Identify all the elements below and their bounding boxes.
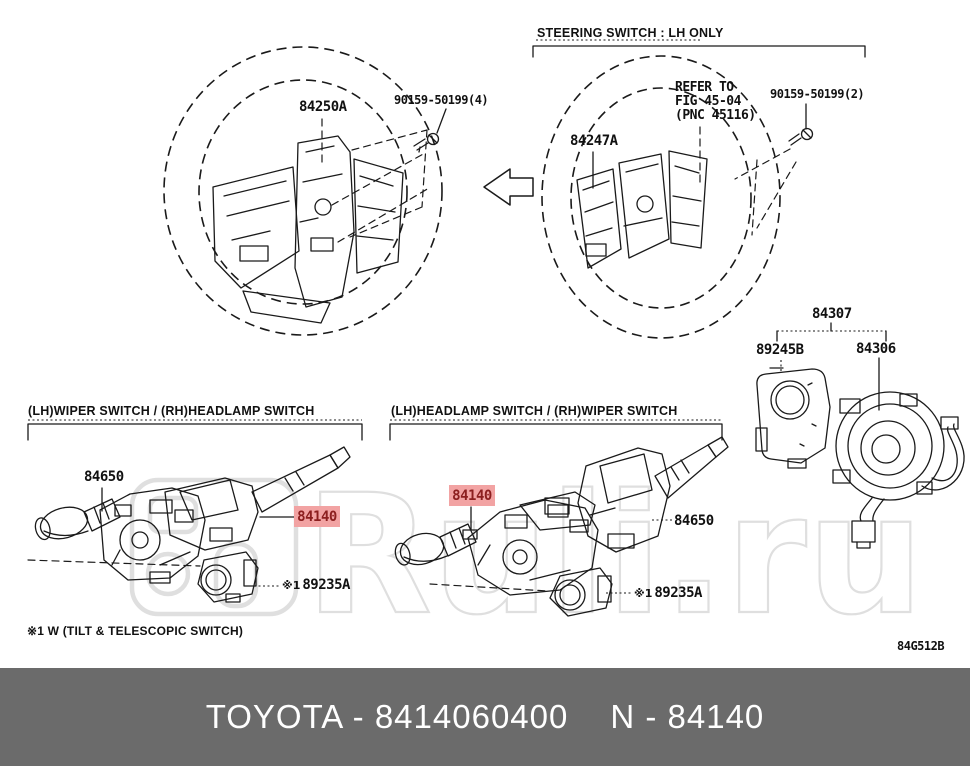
steering-section-bracket xyxy=(532,39,866,58)
steering-wheel-right-drawing xyxy=(541,55,807,339)
refer-note: REFER TO FIG 45-04 (PNC 45116) xyxy=(675,81,756,123)
spiral-cable-drawing xyxy=(832,391,965,549)
watermark-layer: Ruli.ru xyxy=(129,458,925,652)
part-label-84650-right: 84650 xyxy=(674,513,714,529)
diagram-line-art xyxy=(27,39,965,617)
refer-note-line1: REFER TO xyxy=(675,80,734,95)
part-label-89235a-left: 89235A xyxy=(302,577,350,593)
part-label-84650-left: 84650 xyxy=(84,469,124,485)
refer-note-line3: (PNC 45116) xyxy=(675,108,756,123)
footer-catalog-number: N - 84140 xyxy=(610,698,765,735)
screw-icon-right xyxy=(788,127,814,146)
footnote-ref-left: ※1 xyxy=(282,579,301,592)
right-switch-group-bracket xyxy=(389,419,723,441)
part-label-84306: 84306 xyxy=(856,341,896,357)
left-switch-assembly-drawing xyxy=(27,446,351,603)
left-switch-group-label: (LH)WIPER SWITCH / (RH)HEADLAMP SWITCH xyxy=(28,404,315,418)
part-label-84140-left-highlighted[interactable]: 84140 xyxy=(294,506,340,527)
right-switch-assembly-drawing xyxy=(394,436,729,617)
footnote: ※1 W (TILT & TELESCOPIC SWITCH) xyxy=(27,624,244,638)
part-label-89245b: 89245B xyxy=(756,342,804,358)
direction-arrow xyxy=(483,168,534,206)
watermark-text: Ruli.ru xyxy=(305,459,924,651)
screw-icon-left xyxy=(413,132,440,153)
sensor-group-bracket xyxy=(776,322,887,411)
part-label-89235a-right: 89235A xyxy=(654,585,702,601)
screw-label-90159-50199-4: 90159-50199(4) xyxy=(394,93,489,107)
steering-section-label: STEERING SWITCH : LH ONLY xyxy=(537,26,724,40)
tilt-switch-label-right: ※1 89235A xyxy=(634,585,702,601)
part-label-84140-right-highlighted[interactable]: 84140 xyxy=(449,485,495,506)
footer-bar: TOYOTA - 8414060400 N - 84140 xyxy=(0,668,970,766)
footnote-ref-right: ※1 xyxy=(634,587,653,600)
refer-note-line2: FIG 45-04 xyxy=(675,94,741,109)
tilt-switch-label-left: ※1 89235A xyxy=(282,577,350,593)
footer-part-number: TOYOTA - 8414060400 xyxy=(205,698,569,735)
part-label-84307: 84307 xyxy=(812,306,852,322)
part-label-84247a: 84247A xyxy=(570,133,618,149)
left-switch-group-bracket xyxy=(27,419,363,441)
screw-label-90159-50199-2: 90159-50199(2) xyxy=(770,87,865,101)
right-switch-group-label: (LH)HEADLAMP SWITCH / (RH)WIPER SWITCH xyxy=(391,404,678,418)
steering-wheel-left-drawing xyxy=(163,46,447,336)
angle-sensor-drawing xyxy=(755,367,831,469)
drawing-code: 84G512B xyxy=(897,639,945,653)
part-label-84250a: 84250A xyxy=(299,99,347,115)
